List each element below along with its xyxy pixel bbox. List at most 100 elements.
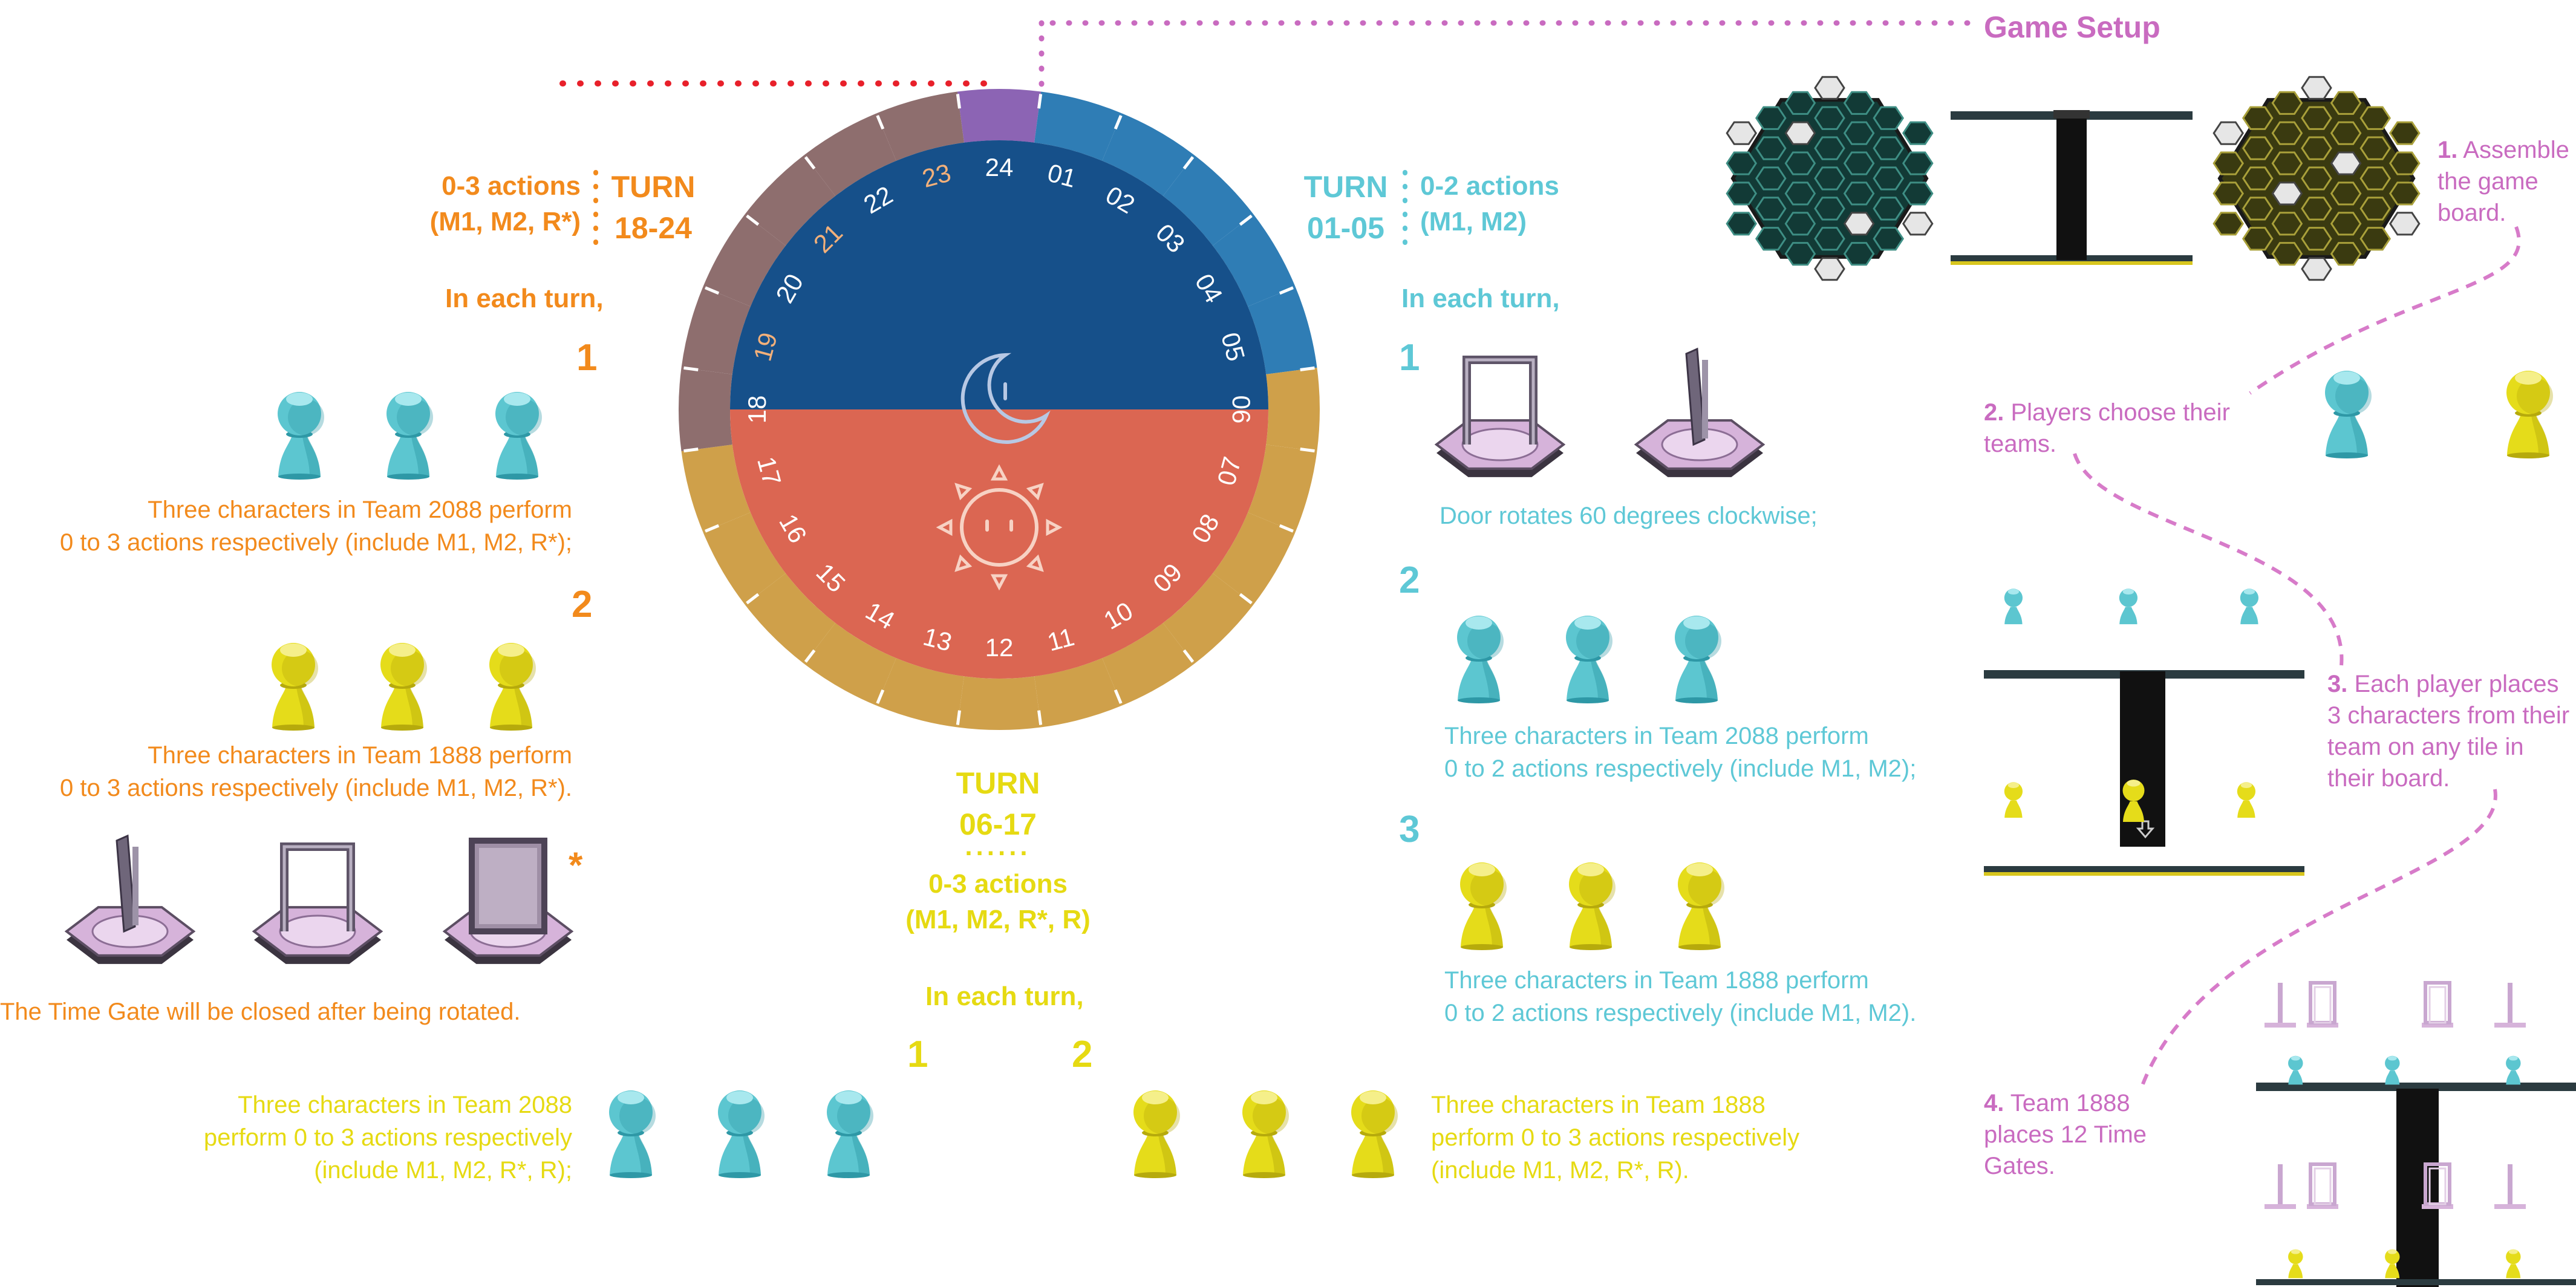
right-step3-line1: Three characters in Team 1888 perform: [1444, 967, 1869, 994]
setup-step2-text: Players choose their teams.: [1984, 399, 2230, 457]
pawn-1888-a: [272, 643, 318, 731]
mini-pawn: [2506, 1055, 2521, 1085]
pawn-2088-e: [1566, 616, 1612, 703]
left-step1-line1: Three characters in Team 2088 perform: [148, 497, 572, 523]
bottom-step1-text: Three characters in Team 2088 perform 0 …: [109, 1089, 572, 1187]
night-half: [730, 140, 1268, 409]
setup-step3-num: 3.: [2327, 671, 2348, 697]
dial-tick: [683, 448, 699, 453]
dial-tick: [1037, 94, 1043, 109]
dial-tick: [876, 689, 885, 704]
pawn-2088-d: [1457, 616, 1504, 703]
bottom-actions-detail: (M1, M2, R*, R): [905, 905, 1091, 935]
mini-pawn: [2237, 782, 2256, 818]
pawn-1888-d: [1460, 862, 1507, 950]
mini-pawn: [2119, 588, 2138, 625]
dial-segment: [681, 445, 751, 532]
dial-tick: [746, 214, 760, 226]
bottom-in-each-turn: In each turn,: [925, 982, 1084, 1011]
bottom-step1-line3: (include M1, M2, R*, R);: [314, 1157, 572, 1184]
setup-arrow-3: [2139, 789, 2497, 1090]
mini-time-gate: [2422, 1162, 2453, 1209]
dial-segment: [1266, 367, 1320, 452]
dial-tick: [1300, 448, 1315, 453]
pawn-1888-h: [1242, 1090, 1289, 1178]
dial-segment: [1248, 287, 1317, 374]
mini-time-gate: [2494, 983, 2526, 1028]
bottom-step2-text: Three characters in Team 1888 perform 0 …: [1431, 1089, 1799, 1187]
bottom-step2-line1: Three characters in Team 1888: [1431, 1092, 1766, 1118]
mini-pawn: [2506, 1249, 2521, 1279]
bottom-step2-line2: perform 0 to 3 actions respectively: [1431, 1124, 1800, 1151]
dial-segment: [681, 287, 751, 374]
dial-tick: [876, 115, 885, 130]
pawn-2088-b: [386, 392, 433, 480]
setup-board-with-gates: [2256, 981, 2576, 1287]
left-turn-actions: 0-3 actions (M1, M2, R*): [387, 168, 581, 240]
board-1888-hex: [2212, 76, 2421, 281]
mini-time-gate: [2494, 1164, 2526, 1209]
left-asterisk: *: [569, 845, 583, 885]
dial-number: 06: [1227, 396, 1256, 424]
dial-segment: [745, 155, 836, 246]
dial-number: 12: [985, 633, 1014, 662]
right-step2-line2: 0 to 2 actions respectively (include M1,…: [1444, 755, 1917, 782]
dial-tick: [1279, 286, 1294, 295]
left-step1-text: Three characters in Team 2088 perform 0 …: [24, 494, 572, 559]
right-step2-num: 2: [1399, 559, 1420, 601]
left-dots-separator: [593, 170, 598, 247]
dial-segment: [1162, 155, 1254, 246]
rotating-door-rotated: [1634, 347, 1766, 477]
setup-board-with-characters: [1984, 588, 2304, 876]
setup-step1-num: 1.: [2437, 137, 2458, 163]
dial-tick: [1239, 214, 1253, 226]
dial-segment: [876, 91, 964, 161]
left-in-each-turn: In each turn,: [445, 284, 604, 313]
mini-time-gate: [2265, 983, 2296, 1028]
right-turn-range: 01-05: [1307, 210, 1384, 245]
pawn-2088-c: [495, 392, 542, 480]
left-step1-line2: 0 to 3 actions respectively (include M1,…: [59, 529, 572, 556]
bottom-turn-label: TURN 06-17: [931, 763, 1065, 845]
right-step3-line2: 0 to 2 actions respectively (include M1,…: [1444, 1000, 1917, 1026]
dial-tick: [746, 593, 760, 605]
setup-step4: 4. Team 1888 places 12 Time Gates.: [1984, 1087, 2190, 1182]
dial-segment: [703, 214, 786, 307]
right-step2-text: Three characters in Team 2088 perform 0 …: [1444, 720, 1916, 785]
dial-tick: [804, 649, 816, 663]
dial-segment: [1213, 214, 1296, 307]
setup-step1-text: Assemble the game board.: [2437, 137, 2569, 226]
mini-pawn: [2288, 1249, 2303, 1279]
dial-segment: [876, 658, 964, 728]
mini-pawn: [2122, 780, 2145, 822]
right-step1-text: Door rotates 60 degrees clockwise;: [1440, 503, 1818, 529]
bottom-step1-line2: perform 0 to 3 actions respectively: [203, 1124, 572, 1151]
setup-step2-num: 2.: [1984, 399, 2004, 426]
right-actions-count: 0-2 actions: [1420, 171, 1559, 201]
pawn-2088-f: [1675, 616, 1721, 703]
time-gate-closed: [442, 838, 574, 964]
right-in-each-turn: In each turn,: [1401, 284, 1560, 313]
dial-tick: [705, 286, 720, 295]
right-turn-label: TURN 01-05: [1300, 167, 1391, 249]
dial-segment: [804, 113, 896, 196]
mini-time-gate: [2422, 981, 2453, 1028]
pawn-2088-i: [827, 1090, 873, 1178]
right-turn-word: TURN: [1303, 170, 1388, 204]
dial-tick: [1182, 156, 1195, 170]
pawn-1888-e: [1569, 862, 1616, 950]
board-2088-hex: [1726, 76, 1934, 281]
pawn-1888-f: [1678, 862, 1724, 950]
dial-segment: [1102, 113, 1195, 196]
day-half: [730, 409, 1268, 679]
left-step1-num: 1: [576, 337, 598, 379]
setup-pawn-1888: [2506, 371, 2553, 458]
bottom-step1-line1: Three characters in Team 2088: [238, 1092, 572, 1118]
dial-segment: [1248, 445, 1317, 532]
dial-segment: [957, 676, 1042, 730]
pawn-1888-i: [1351, 1090, 1398, 1178]
dial-number: 18: [743, 396, 771, 424]
dial-segment: [703, 512, 786, 605]
